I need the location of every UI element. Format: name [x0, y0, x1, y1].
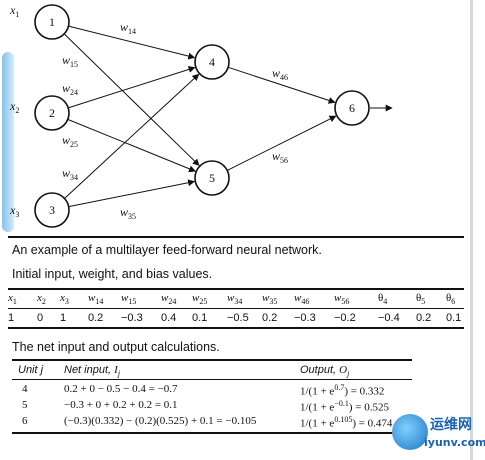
initial-value-cell: 0.4	[161, 312, 177, 324]
net-row-unit: 4	[22, 383, 28, 395]
initial-header-θ5: θ5	[416, 292, 426, 307]
weight-label-56: w56	[272, 149, 288, 165]
initial-value-cell: 0.2	[88, 312, 104, 324]
initial-value-cell: −0.4	[378, 312, 400, 324]
initial-table-title: Initial input, weight, and bias values.	[12, 267, 213, 281]
node-3	[34, 192, 70, 228]
selection-highlight	[2, 52, 14, 232]
watermark-logo-icon	[392, 414, 428, 450]
weight-label-46: w46	[272, 66, 288, 82]
initial-table-mid-rule	[8, 308, 464, 309]
net-row-net-input: 0.2 + 0 − 0.5 − 0.4 = −0.7	[64, 383, 178, 395]
weight-label-25: w25	[62, 133, 78, 149]
watermark-cn-text: 运维网	[430, 417, 472, 433]
initial-header-x3: x3	[60, 292, 69, 307]
initial-header-w25: w25	[192, 292, 208, 307]
edge-4-6	[227, 66, 336, 104]
input-label-3: x3	[9, 203, 19, 219]
input-label-1: x1	[9, 3, 19, 19]
initial-header-w34: w34	[227, 292, 243, 307]
initial-value-cell: −0.5	[227, 312, 249, 324]
net-row-output: 1/(1 + e0.105) = 0.474	[300, 415, 393, 430]
weight-label-14: w14	[120, 20, 136, 36]
weight-label-15: w15	[62, 53, 78, 69]
initial-table-bottom-rule	[8, 327, 464, 329]
net-table-top-rule	[12, 359, 412, 361]
initial-value-cell: 0.2	[416, 312, 432, 324]
initial-value-cell: 0.2	[262, 312, 278, 324]
initial-value-cell: 0	[37, 312, 44, 324]
net-table-title: The net input and output calculations.	[12, 340, 220, 354]
initial-table-top-rule	[8, 288, 464, 290]
net-row-unit: 5	[22, 399, 28, 411]
initial-header-w46: w46	[294, 292, 310, 307]
input-label-2: x2	[9, 99, 19, 115]
weight-label-24: w24	[62, 81, 78, 97]
node-label-5: 5	[209, 171, 215, 185]
initial-header-x1: x1	[8, 292, 17, 307]
edge-2-5	[67, 118, 196, 173]
node-1	[34, 4, 70, 40]
initial-header-w24: w24	[161, 292, 177, 307]
initial-value-cell: 1	[60, 312, 67, 324]
net-row-net-input: −0.3 + 0 + 0.2 + 0.2 = 0.1	[64, 399, 178, 411]
net-row-output: 1/(1 + e−0.1) = 0.525	[300, 399, 389, 414]
figure-caption: An example of a multilayer feed-forward …	[12, 243, 322, 257]
site-watermark: 运维网 iyunv.com	[384, 408, 485, 458]
initial-header-w15: w15	[121, 292, 137, 307]
initial-header-θ4: θ4	[378, 292, 388, 307]
node-4	[194, 44, 230, 80]
edge-3-4	[64, 73, 200, 199]
edge-1-5	[63, 33, 200, 166]
initial-header-w56: w56	[334, 292, 350, 307]
initial-value-cell: −0.3	[121, 312, 143, 324]
initial-header-w35: w35	[262, 292, 278, 307]
initial-value-cell: 0.1	[192, 312, 208, 324]
weight-label-35: w35	[120, 205, 136, 221]
node-label-4: 4	[209, 55, 215, 69]
edge-3-5	[68, 179, 196, 208]
initial-value-cell: 0.1	[446, 312, 462, 324]
node-6	[334, 90, 370, 126]
initial-value-cell: 1	[8, 312, 15, 324]
node-label-1: 1	[49, 15, 55, 29]
node-2	[34, 95, 70, 131]
net-row-net-input: (−0.3)(0.332) − (0.2)(0.525) + 0.1 = −0.…	[64, 415, 257, 427]
network-diagram: 1 2 3 4 5 6 w14 w15 w24 w25 w34 w35 w46 w56 x1 x2 x3	[9, 3, 393, 228]
node-label-2: 2	[49, 106, 55, 120]
watermark-url-text: iyunv.com	[424, 436, 485, 449]
net-table-bottom-rule	[12, 432, 412, 434]
scrollbar-edge[interactable]	[470, 0, 473, 460]
node-5	[194, 160, 230, 196]
node-label-6: 6	[349, 101, 355, 115]
initial-header-x2: x2	[37, 292, 46, 307]
initial-header-w14: w14	[88, 292, 104, 307]
initial-value-cell: −0.2	[334, 312, 356, 324]
net-table-mid-rule	[12, 379, 412, 380]
weight-label-34: w34	[62, 166, 78, 182]
net-table-header-net: Net input, Ij	[64, 364, 121, 379]
node-label-3: 3	[49, 203, 55, 217]
net-row-output: 1/(1 + e0.7) = 0.332	[300, 383, 385, 398]
caption-top-rule	[8, 236, 464, 238]
initial-value-cell: −0.3	[294, 312, 316, 324]
edge-1-4	[68, 25, 196, 60]
net-table-header-unit: Unit j	[18, 364, 44, 376]
initial-header-θ6: θ6	[446, 292, 456, 307]
edge-5-6	[226, 115, 337, 171]
net-row-unit: 6	[22, 415, 28, 427]
edge-2-4	[68, 66, 196, 109]
net-table-header-out: Output, Oj	[300, 364, 350, 379]
